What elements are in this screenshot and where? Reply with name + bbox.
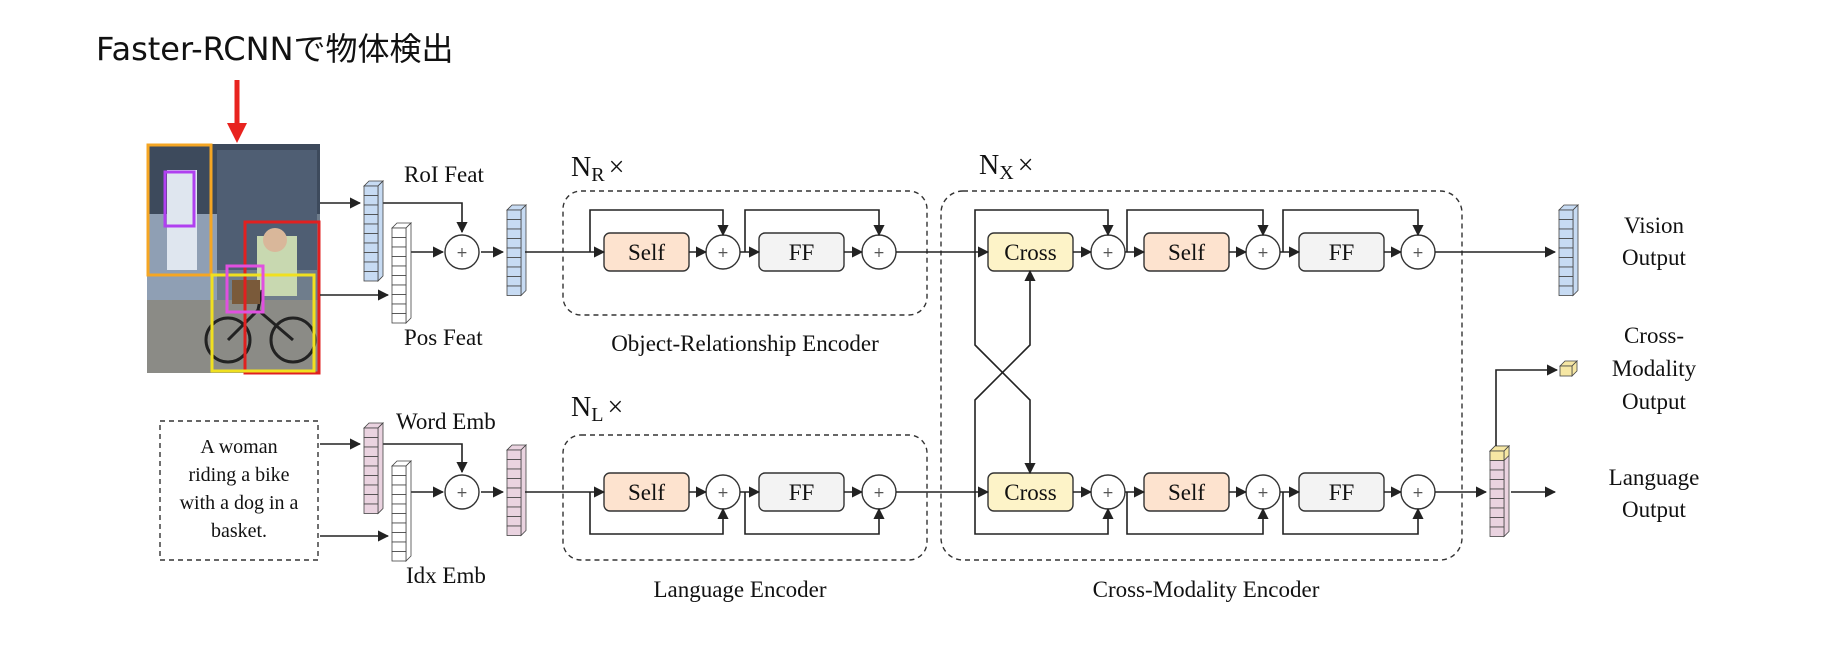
add-node: + — [444, 474, 480, 510]
vision-cross-ff-block: FF — [1298, 232, 1385, 272]
add-node: + — [861, 474, 897, 510]
add-node: + — [1400, 474, 1436, 510]
cross-modality-encoder-label: Cross-Modality Encoder — [1093, 577, 1320, 602]
object-relationship-self-block: Self — [603, 232, 690, 272]
add-node: + — [1090, 474, 1126, 510]
vision-embedding-stack — [506, 204, 527, 297]
cross-modality-encoder-box — [940, 190, 1463, 561]
sentence-line: with a dog in a — [180, 492, 299, 514]
add-symbol: + — [873, 245, 885, 261]
vision-cross-self-block-label: Self — [1168, 240, 1205, 265]
language-ff-block-label: FF — [789, 480, 815, 505]
svg-text:Output: Output — [1622, 497, 1687, 522]
repeat-label-nx: NX× — [979, 150, 1033, 184]
sentence-box — [159, 420, 319, 561]
sentence-line: basket. — [211, 520, 267, 542]
cross-modality-output-cell — [1559, 360, 1578, 377]
cross-modality-output-label: Cross- Modality Output — [1612, 323, 1697, 414]
add-node: + — [1245, 234, 1281, 270]
idx-emb-label: Idx Emb — [406, 563, 486, 588]
pos-feat-label: Pos Feat — [404, 325, 483, 350]
vision-output-label: Vision Output — [1622, 213, 1687, 270]
language-cross-self-block: Self — [1143, 472, 1230, 512]
svg-text:Output: Output — [1622, 245, 1687, 270]
svg-text:Modality: Modality — [1612, 356, 1697, 381]
add-symbol: + — [1102, 485, 1114, 501]
object-relationship-ff-block-label: FF — [789, 240, 815, 265]
roi-feature-stack — [363, 180, 384, 282]
word-feature-stack — [363, 422, 384, 515]
object-relationship-self-block-label: Self — [628, 240, 665, 265]
add-symbol: + — [717, 485, 729, 501]
cls-token-cell — [1489, 445, 1510, 462]
add-symbol: + — [456, 245, 468, 261]
input-sentence: A woman riding a bike with a dog in a ba… — [180, 436, 299, 542]
language-embedding-stack — [506, 444, 527, 537]
repeat-label-nr: NR× — [571, 152, 624, 186]
idx-feature-stack — [391, 460, 412, 562]
word-emb-label: Word Emb — [396, 409, 496, 434]
svg-text:Vision: Vision — [1624, 213, 1684, 238]
language-self-block: Self — [603, 472, 690, 512]
add-symbol: + — [1412, 245, 1424, 261]
pos-feature-stack — [391, 222, 412, 324]
add-symbol: + — [1257, 485, 1269, 501]
language-cross-block-label: Cross — [1004, 480, 1056, 505]
language-self-block-label: Self — [628, 480, 665, 505]
sentence-line: riding a bike — [188, 464, 289, 486]
add-symbol: + — [1102, 245, 1114, 261]
detection-photo — [146, 143, 321, 375]
language-encoder-label: Language Encoder — [653, 577, 826, 602]
svg-text:Language: Language — [1609, 465, 1700, 490]
input-wires — [320, 197, 505, 542]
object-relationship-encoder-box — [562, 190, 928, 316]
vision-cross-self-block: Self — [1143, 232, 1230, 272]
language-ff-block: FF — [758, 472, 845, 512]
vision-cross-block-label: Cross — [1004, 240, 1056, 265]
vision-cross-block: Cross — [987, 232, 1074, 272]
add-node: + — [705, 234, 741, 270]
svg-text:Cross-: Cross- — [1624, 323, 1684, 348]
add-node: + — [861, 234, 897, 270]
object-relationship-ff-block: FF — [758, 232, 845, 272]
encoder-layers: + + Self + FF + Self + FF + Cross + Self + FF + Cross + Se… — [363, 180, 1579, 562]
add-node: + — [705, 474, 741, 510]
language-output-label: Language Output — [1609, 465, 1700, 522]
add-node: + — [1400, 234, 1436, 270]
language-cross-ff-block: FF — [1298, 472, 1385, 512]
language-encoder-box — [562, 434, 928, 561]
add-node: + — [1090, 234, 1126, 270]
object-relationship-encoder-label: Object-Relationship Encoder — [611, 331, 879, 356]
language-cross-ff-block-label: FF — [1329, 480, 1355, 505]
add-node: + — [444, 234, 480, 270]
add-symbol: + — [1412, 485, 1424, 501]
vision-output-stack — [1558, 204, 1579, 297]
add-symbol: + — [873, 485, 885, 501]
add-node: + — [1245, 474, 1281, 510]
vision-cross-ff-block-label: FF — [1329, 240, 1355, 265]
faster-rcnn-caption: Faster-RCNNで物体検出 — [96, 30, 454, 68]
add-symbol: + — [717, 245, 729, 261]
language-cross-self-block-label: Self — [1168, 480, 1205, 505]
svg-text:Output: Output — [1622, 389, 1687, 414]
repeat-label-nl: NL× — [571, 392, 623, 426]
add-symbol: + — [1257, 245, 1269, 261]
sentence-line: A woman — [200, 436, 277, 458]
language-cross-block: Cross — [987, 472, 1074, 512]
roi-feat-label: RoI Feat — [404, 162, 484, 187]
add-symbol: + — [456, 485, 468, 501]
